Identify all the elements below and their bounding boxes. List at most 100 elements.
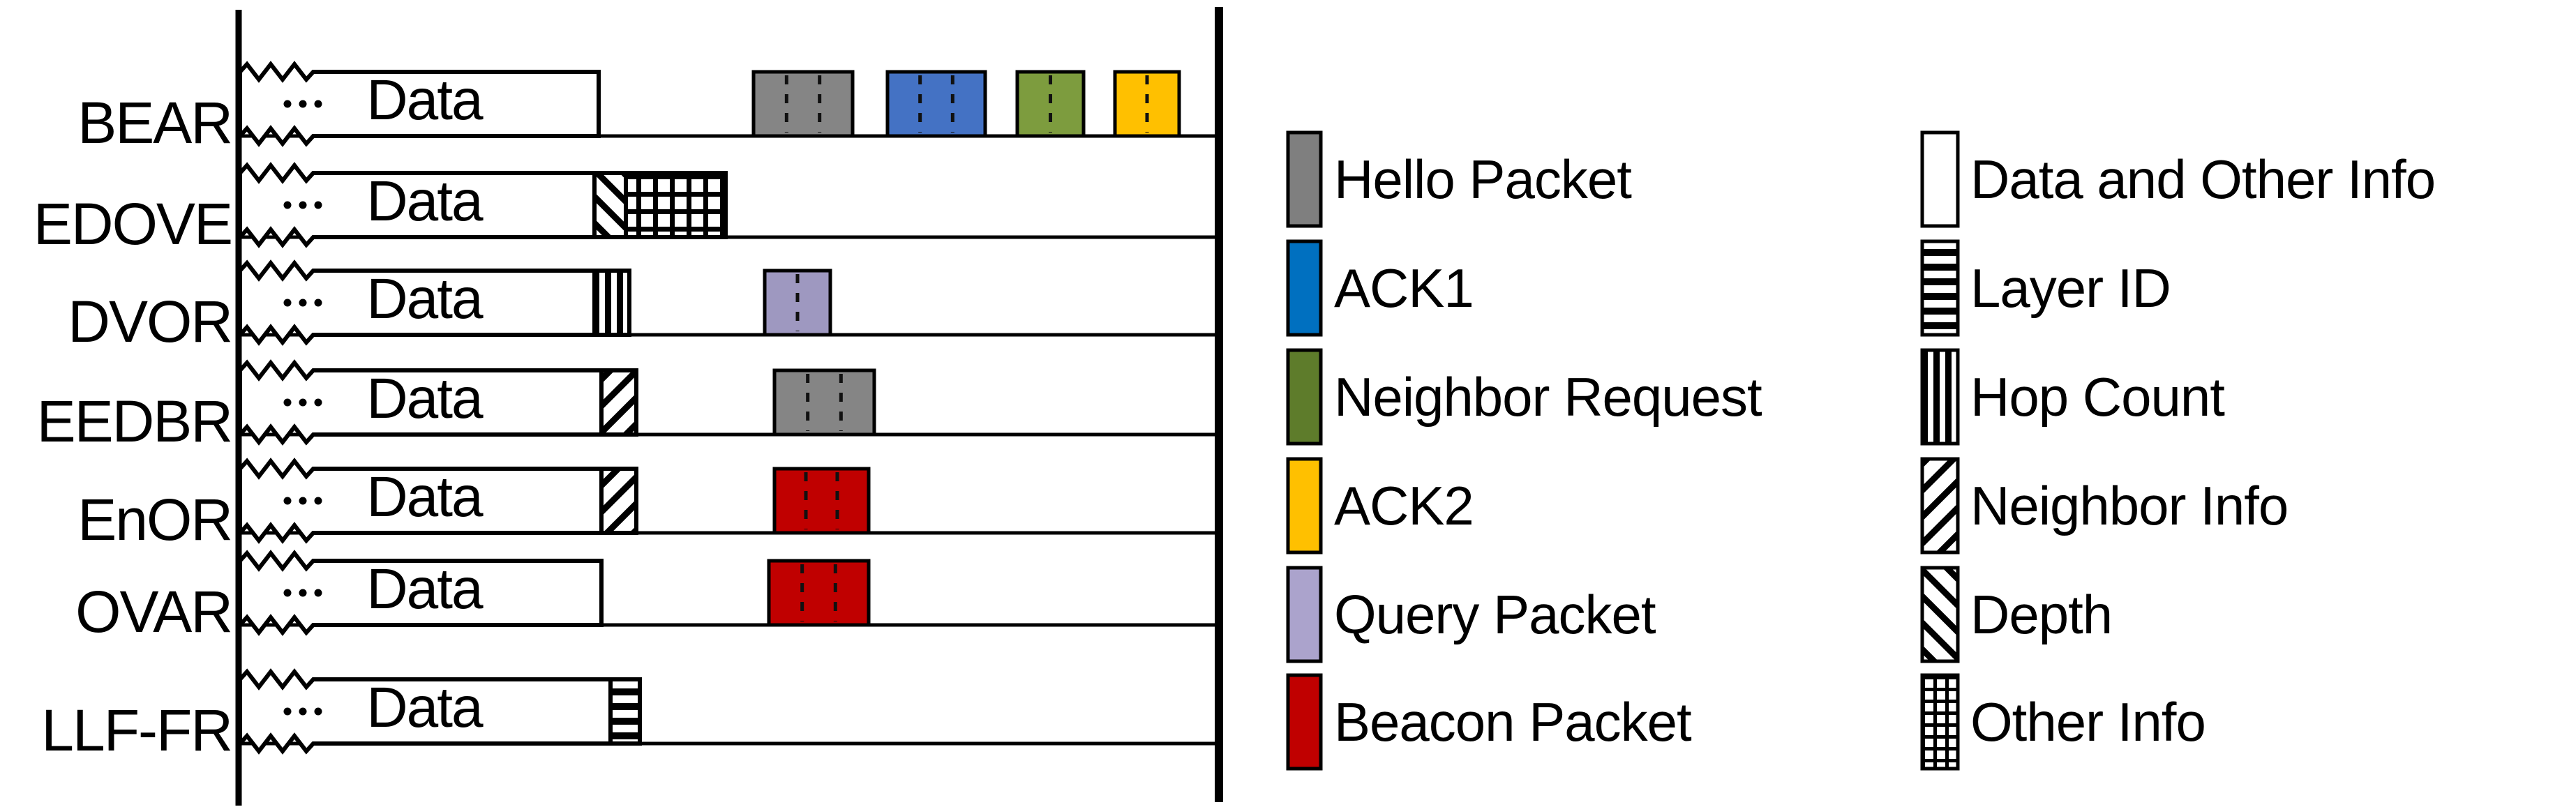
legend-item-data-and-other-info: Data and Other Info — [1920, 130, 2436, 228]
legend-label: Depth — [1970, 584, 2112, 645]
ellipsis-dot — [283, 201, 292, 209]
data-box-label: Data — [366, 367, 484, 430]
legend-swatch-bg — [1922, 133, 1958, 226]
segment-hop-count — [592, 269, 631, 337]
ellipsis-dot — [314, 589, 322, 597]
legend-label: Query Packet — [1334, 584, 1656, 645]
legend-item-ack1: ACK1 — [1286, 239, 1474, 337]
protocol-row-ovar: Data OVAR — [75, 550, 1219, 644]
ellipsis-dot — [299, 497, 307, 505]
ellipsis-dot — [299, 589, 307, 597]
legend-swatch-depth — [1920, 566, 1960, 663]
legend-label: ACK1 — [1334, 257, 1474, 319]
protocol-row-dvor: Data DVOR — [68, 259, 1219, 354]
data-box-label: Data — [366, 267, 484, 331]
legend-item-depth: Depth — [1920, 566, 2113, 663]
legend-label: Neighbor Info — [1970, 475, 2288, 536]
legend-label: Hop Count — [1970, 366, 2225, 428]
data-box-label: Data — [366, 169, 484, 233]
legend-swatch-layer-id — [1920, 239, 1960, 337]
segment-neighbor-info — [599, 368, 638, 437]
legend-label: Other Info — [1970, 691, 2206, 753]
legend-item-beacon-packet: Beacon Packet — [1286, 673, 1693, 771]
protocol-row-eedbr: Data EEDBR — [37, 359, 1219, 454]
legend-item-query-packet: Query Packet — [1286, 566, 1657, 663]
legend-label: Neighbor Request — [1334, 366, 1762, 428]
ellipsis-dot — [283, 398, 292, 407]
legend-swatch-other-info — [1920, 673, 1960, 771]
data-ellipsis — [283, 201, 322, 209]
protocol-label: BEAR — [77, 90, 232, 156]
legend-swatch-hop-count — [1920, 348, 1960, 446]
legend-item-hello-packet: Hello Packet — [1286, 130, 1633, 228]
protocol-label: OVAR — [75, 579, 232, 644]
legend-label: Beacon Packet — [1334, 691, 1692, 753]
protocol-label: EnOR — [77, 487, 232, 552]
ellipsis-dot — [299, 398, 307, 407]
ellipsis-dot — [314, 201, 322, 209]
legend-swatch-hello-packet — [1286, 130, 1323, 228]
data-ellipsis — [283, 398, 322, 407]
ellipsis-dot — [283, 497, 292, 505]
legend-label: ACK2 — [1334, 475, 1474, 536]
packet-hello-packet — [751, 70, 855, 138]
data-box-label: Data — [366, 676, 484, 739]
protocol-label: DVOR — [68, 289, 232, 354]
ellipsis-dot — [314, 398, 322, 407]
frame-lines — [235, 7, 1223, 806]
ellipsis-dot — [314, 299, 322, 307]
legend-item-layer-id: Layer ID — [1920, 239, 2171, 337]
data-box — [238, 550, 604, 636]
segment-depth — [592, 171, 628, 239]
ellipsis-dot — [283, 589, 292, 597]
segment-other-info — [624, 171, 728, 239]
data-box-label: Data — [366, 557, 484, 621]
data-box — [238, 61, 601, 147]
data-ellipsis — [283, 299, 322, 307]
legend-item-neighbor-request: Neighbor Request — [1286, 348, 1763, 446]
legend-swatch-neighbor-request — [1286, 348, 1323, 446]
ellipsis-dot — [299, 707, 307, 716]
ellipsis-dot — [314, 707, 322, 716]
legend-item-neighbor-info: Neighbor Info — [1920, 457, 2289, 555]
protocol-label: EEDBR — [37, 389, 232, 454]
protocol-row-edove: Data EDOVE — [33, 162, 1219, 257]
legend-item-ack2: ACK2 — [1286, 457, 1474, 555]
ellipsis-dot — [283, 707, 292, 716]
legend-swatch-query-packet — [1286, 566, 1323, 663]
legend-swatch-data-and-other-info — [1920, 130, 1960, 228]
protocol-label: LLF-FR — [41, 697, 232, 763]
data-box-label: Data — [366, 68, 484, 132]
protocol-row-bear: Data BEAR — [77, 61, 1219, 156]
protocol-rows: DataBEARDataEDOVEDataDVORDataEEDBRDataEn… — [33, 61, 1219, 763]
data-ellipsis — [283, 589, 322, 597]
ellipsis-dot — [314, 100, 322, 108]
packet-hello-packet — [772, 368, 876, 437]
packet-ack1 — [885, 70, 987, 138]
data-ellipsis — [283, 707, 322, 716]
ellipsis-dot — [314, 497, 322, 505]
segment-neighbor-info — [599, 467, 638, 535]
protocol-row-llf-fr: Data LLF-FR — [41, 668, 1219, 763]
protocol-label: EDOVE — [33, 191, 232, 257]
legend-label: Data and Other Info — [1970, 149, 2435, 210]
ellipsis-dot — [299, 201, 307, 209]
packet-beacon-packet — [767, 559, 871, 627]
legend-swatch-beacon-packet — [1286, 673, 1323, 771]
legend-label: Layer ID — [1970, 257, 2171, 319]
segment-layer-id — [608, 677, 642, 746]
legend-item-hop-count: Hop Count — [1920, 348, 2226, 446]
legend-swatch-ack2 — [1286, 457, 1323, 555]
legend-item-other-info: Other Info — [1920, 673, 2206, 771]
legend-swatch-neighbor-info — [1920, 457, 1960, 555]
ellipsis-dot — [283, 100, 292, 108]
ellipsis-dot — [283, 299, 292, 307]
packet-beacon-packet — [772, 467, 871, 535]
data-ellipsis — [283, 497, 322, 505]
legend-label: Hello Packet — [1334, 149, 1632, 210]
ellipsis-dot — [299, 299, 307, 307]
